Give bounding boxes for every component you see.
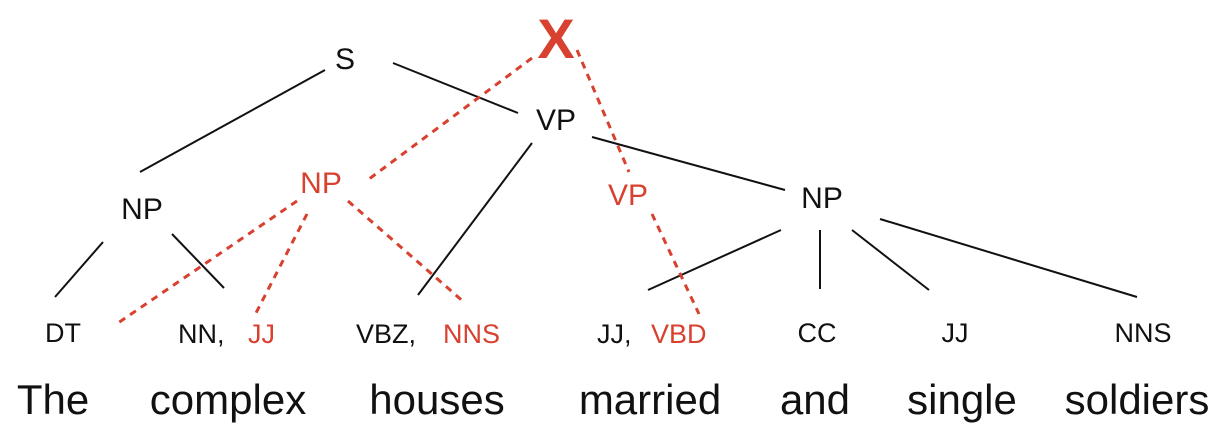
alt-edge-x-vp [575, 49, 631, 173]
node-np-left: NP [121, 193, 163, 226]
alt-edge-np-nns [347, 199, 466, 305]
alt-node-vp: VP [608, 179, 648, 212]
word-married: married [579, 376, 721, 423]
word-single: single [907, 376, 1017, 423]
edge-np-nns [879, 218, 1138, 298]
alt-edge-np-jj [254, 213, 309, 314]
word-and: and [780, 376, 850, 423]
gold-parse-edges [54, 62, 1138, 298]
tag-vbd-alt: VBD [651, 319, 707, 349]
tag-jj: JJ, [597, 319, 632, 349]
edge-vp-vbz [417, 142, 533, 296]
tag-vbz-nns: VBZ, NNS [356, 319, 500, 349]
word-soldiers: soldiers [1065, 376, 1210, 423]
tag-jj2: JJ [942, 318, 969, 348]
edge-s-vp [392, 62, 519, 114]
tag-jj-alt: JJ [248, 319, 275, 349]
edge-np-dt [54, 241, 104, 298]
edge-vp-np [591, 136, 786, 191]
alt-edge-x-np [364, 56, 533, 184]
tag-nns-alt: NNS [443, 319, 500, 349]
word-complex: complex [150, 376, 306, 423]
node-vp: VP [536, 104, 576, 137]
alt-edge-vp-vbd [650, 213, 701, 315]
node-s: S [335, 43, 355, 76]
tag-dt: DT [45, 318, 81, 348]
word-the: The [17, 376, 89, 423]
tag-jj-vbd: JJ, VBD [597, 319, 707, 349]
edge-np-jj [647, 229, 782, 291]
alternative-parse-edges [117, 49, 701, 325]
tag-nn: NN, [178, 319, 225, 349]
edge-np-jj2 [851, 229, 930, 291]
alt-edge-np-dt [117, 199, 298, 325]
tag-vbz: VBZ, [356, 319, 416, 349]
tag-nn-jj: NN, JJ [178, 319, 275, 349]
word-houses: houses [369, 376, 504, 423]
alt-node-np: NP [300, 167, 342, 200]
edge-np-nn [171, 233, 225, 289]
node-np-right: NP [801, 182, 843, 215]
alt-root-cross-icon: X [537, 7, 574, 70]
tag-nns: NNS [1114, 318, 1171, 348]
tag-cc: CC [798, 318, 837, 348]
edge-s-np [139, 69, 326, 173]
